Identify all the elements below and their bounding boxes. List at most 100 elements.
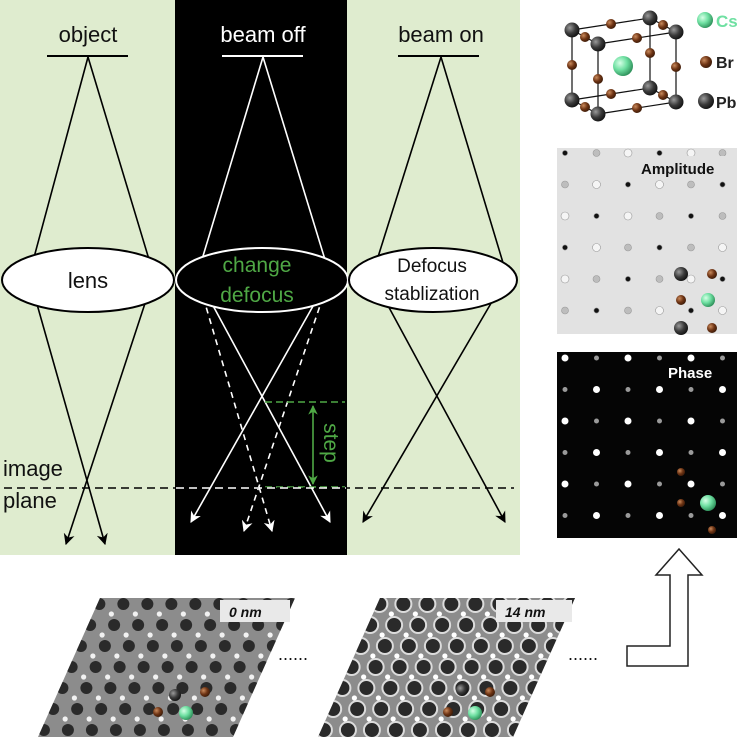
- amplitude-dot: [718, 149, 727, 157]
- lattice-bright-spot: [219, 632, 225, 638]
- lattice-bright-spot: [436, 611, 442, 617]
- lattice-dark-spot: [152, 682, 165, 694]
- lattice-dark-spot: [466, 598, 485, 613]
- lattice-bright-spot: [370, 653, 376, 659]
- lattice-dark-spot: [61, 724, 74, 736]
- pb-atom: [590, 36, 606, 52]
- lattice-bright-spot: [105, 674, 111, 680]
- lattice-bright-spot: [258, 653, 264, 659]
- lattice-bright-spot: [156, 611, 162, 617]
- amplitude-dot: [625, 276, 631, 282]
- lattice-bright-spot: [562, 653, 568, 659]
- lattice-bright-spot: [99, 632, 105, 638]
- amplitude-dot: [593, 307, 600, 314]
- object-title: object: [59, 22, 118, 47]
- lattice-dark-spot: [108, 619, 121, 631]
- lattice-dark-spot: [292, 722, 308, 737]
- lattice-dark-spot: [38, 640, 39, 652]
- focal-label-14nm: 14 nm: [505, 604, 545, 620]
- lattice-bright-spot: [318, 674, 319, 680]
- lattice-bright-spot: [289, 674, 294, 679]
- lattice-dark-spot: [372, 700, 391, 718]
- phase-dot: [562, 450, 568, 455]
- focal-pb-overlay: [169, 689, 181, 701]
- lattice-bright-spot: [195, 632, 201, 638]
- lattice-dark-spot: [74, 640, 87, 652]
- lattice-bright-spot: [547, 632, 553, 638]
- legend-pb-swatch: [698, 93, 714, 109]
- lattice-dark-spot: [348, 700, 367, 718]
- br-atom: [632, 33, 642, 43]
- lens-object: [1, 247, 175, 313]
- amplitude-dot: [718, 306, 727, 315]
- lattice-bright-spot: [346, 653, 352, 659]
- lattice-dark-spot: [38, 682, 45, 694]
- phase-dot: [594, 418, 599, 424]
- lattice-bright-spot: [9, 674, 14, 679]
- lattice-dark-spot: [71, 703, 84, 715]
- lattice-dark-spot: [458, 721, 477, 737]
- phase-dot: [624, 354, 632, 362]
- lattice-dark-spot: [405, 679, 424, 697]
- pb-atom: [590, 106, 606, 122]
- amplitude-dot: [623, 148, 633, 158]
- lattice-dark-spot: [47, 703, 60, 715]
- lattice-dark-spot: [104, 682, 117, 694]
- lattice-bright-spot: [158, 716, 164, 722]
- amplitude-dot: [719, 276, 726, 282]
- lattice-bright-spot: [60, 611, 66, 617]
- lattice-dark-spot: [89, 661, 102, 673]
- lattice-dark-spot: [224, 682, 237, 694]
- lattice-dark-spot: [21, 598, 33, 610]
- lattice-bright-spot: [375, 695, 381, 701]
- lattice-dark-spot: [128, 682, 141, 694]
- legend-cs-label: Cs: [716, 12, 737, 31]
- lattice-bright-spot: [24, 695, 29, 700]
- lattice-dark-spot: [268, 722, 284, 737]
- lattice-dark-spot: [3, 640, 15, 652]
- lattice-bright-spot: [471, 695, 477, 701]
- lattice-dark-spot: [434, 721, 453, 737]
- lattice-dark-spot: [286, 680, 302, 696]
- focal-image-14nm: 14 nm: [268, 598, 575, 737]
- lattice-dark-spot: [357, 679, 376, 697]
- lattice-bright-spot: [206, 716, 212, 722]
- lattice-dark-spot: [442, 598, 461, 613]
- amplitude-dot: [686, 274, 696, 284]
- lattice-dark-spot: [141, 598, 154, 610]
- lattice-dark-spot: [506, 721, 525, 737]
- lattice-dark-spot: [543, 637, 562, 655]
- lattice-dark-spot: [333, 679, 352, 697]
- lattice-bright-spot: [331, 632, 337, 638]
- lattice-bright-spot: [147, 632, 153, 638]
- step-indicator: [265, 401, 345, 488]
- lattice-bright-spot: [475, 632, 481, 638]
- phase-dot: [719, 386, 726, 393]
- amplitude-dot: [656, 244, 663, 251]
- phase-br-overlay: [708, 526, 716, 534]
- phase-dot: [656, 449, 663, 456]
- lattice-bright-spot: [291, 632, 295, 638]
- amplitude-dot: [592, 149, 601, 157]
- amplitude-br-overlay: [707, 269, 717, 279]
- phase-dot: [688, 450, 694, 455]
- lattice-dark-spot: [233, 661, 246, 673]
- lattice-bright-spot: [318, 716, 324, 722]
- lattice-dark-spot: [381, 679, 400, 697]
- amplitude-dot: [625, 181, 631, 188]
- lattice-dark-spot: [84, 619, 97, 631]
- amplitude-dot: [592, 275, 601, 283]
- phase-br-overlay: [677, 499, 685, 507]
- pb-atom: [668, 94, 684, 110]
- br-atom: [671, 62, 681, 72]
- lattice-bright-spot: [225, 674, 231, 680]
- lattice-bright-spot: [553, 674, 559, 680]
- lattice-bright-spot: [337, 674, 343, 680]
- lattice-dark-spot: [0, 703, 11, 715]
- amplitude-pb-overlay: [674, 321, 688, 335]
- lattice-dark-spot: [418, 598, 437, 613]
- lattice-dark-spot: [410, 721, 429, 737]
- lattice-bright-spot: [361, 674, 367, 680]
- phase-dot: [720, 418, 725, 424]
- lattice-bright-spot: [38, 674, 39, 680]
